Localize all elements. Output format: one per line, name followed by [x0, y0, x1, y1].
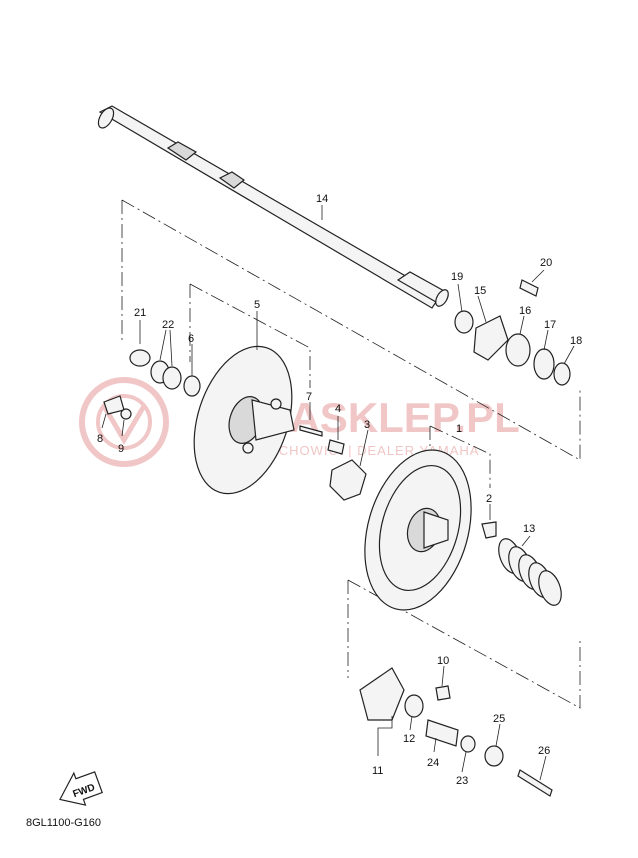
callout-2: 2 [486, 493, 492, 505]
callout-22: 22 [162, 319, 174, 331]
part-21-washer [129, 349, 151, 367]
part-20-bolt [519, 279, 539, 297]
callout-17: 17 [544, 319, 556, 331]
part-9-washer [120, 408, 132, 420]
callout-21: 21 [134, 307, 146, 319]
callout-18: 18 [570, 335, 582, 347]
callout-10: 10 [437, 655, 449, 667]
part-22-bushing-b [162, 366, 182, 390]
callout-8: 8 [97, 433, 103, 445]
callout-19: 19 [451, 271, 463, 283]
callout-4: 4 [335, 403, 341, 415]
part-12-bushing [404, 694, 424, 718]
diagram-code: 8GL1100-G160 [26, 817, 101, 829]
callout-23: 23 [456, 775, 468, 787]
callout-24: 24 [427, 757, 439, 769]
callout-5: 5 [254, 299, 260, 311]
callout-1: 1 [456, 423, 462, 435]
callout-26: 26 [538, 745, 550, 757]
fixed-sheave [193, 345, 295, 495]
callout-3: 3 [364, 419, 370, 431]
part-15-housing [473, 315, 509, 361]
part-4-nut [327, 439, 345, 455]
callout-15: 15 [474, 285, 486, 297]
callout-14: 14 [316, 193, 328, 205]
drive-shaft [97, 105, 449, 309]
callout-9: 9 [118, 443, 124, 455]
part-10-nut [435, 685, 451, 701]
part-25-washer [484, 745, 504, 767]
callout-25: 25 [493, 713, 505, 725]
callouts: 14 5 21 22 6 7 4 3 8 9 19 15 20 16 17 18… [97, 193, 582, 787]
part-8-bolt [103, 395, 125, 415]
callout-11: 11 [372, 765, 383, 777]
part-19-ring [454, 310, 474, 334]
callout-7: 7 [306, 391, 312, 403]
part-11-cam [359, 667, 405, 721]
callout-20: 20 [540, 257, 552, 269]
watermark-logo [79, 377, 169, 467]
part-6-ring [183, 375, 201, 397]
part-23-washer [460, 735, 476, 753]
callout-6: 6 [188, 333, 194, 345]
callout-12: 12 [403, 733, 415, 745]
small-parts [103, 279, 571, 797]
fwd-arrow-icon: FWD [59, 771, 103, 806]
part-18-circlip [553, 362, 571, 386]
part-3-gasket [329, 459, 367, 501]
part-7-stud [299, 425, 323, 437]
watermark: YAMASKLEP.PL WODY ŁĘCHOWICI | DEALER YAM… [79, 377, 520, 467]
part-24-collar [425, 719, 459, 747]
compression-spring [498, 538, 562, 606]
part-26-bolt [517, 769, 553, 797]
part-2-slider [481, 521, 497, 539]
movable-sheave [364, 449, 472, 611]
callout-13: 13 [523, 523, 535, 535]
part-17-circlip [533, 348, 555, 380]
leader-lines [101, 205, 575, 781]
part-16-bearing [505, 333, 531, 367]
callout-16: 16 [519, 305, 531, 317]
